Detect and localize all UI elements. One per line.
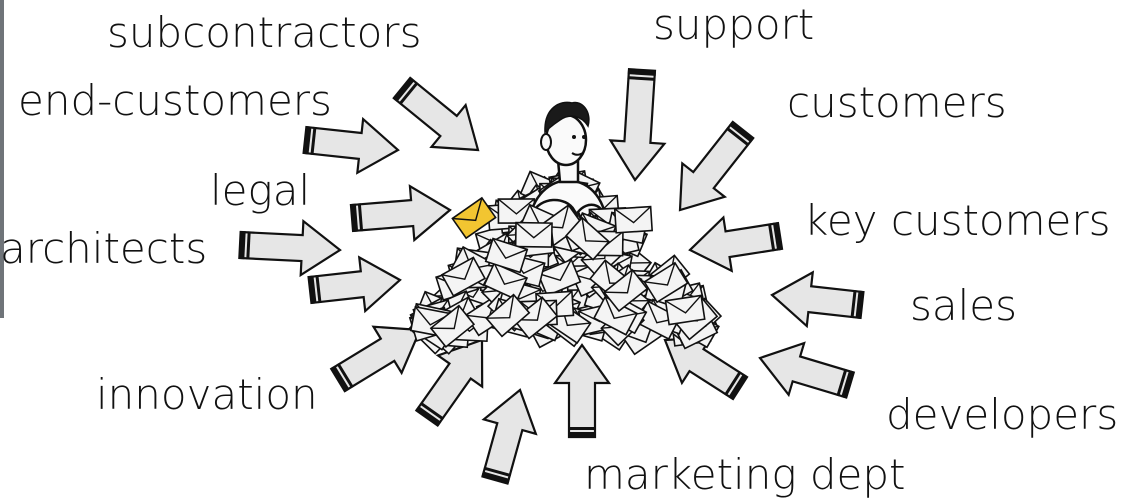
arrow-innovation bbox=[329, 325, 422, 393]
label-customers: customers bbox=[787, 78, 1007, 127]
envelope-icon bbox=[451, 196, 497, 240]
arrow-sales bbox=[770, 270, 865, 329]
arrow-customers bbox=[678, 120, 755, 212]
arrow-architects-2 bbox=[307, 255, 402, 314]
left-edge-rule bbox=[0, 0, 4, 318]
arrow-support bbox=[608, 68, 667, 182]
label-innovation: innovation bbox=[96, 370, 318, 419]
label-developers: developers bbox=[886, 390, 1119, 439]
arrow-marketing-1 bbox=[481, 388, 538, 485]
arrow-subcontractors bbox=[392, 76, 480, 152]
label-marketing-dept: marketing dept bbox=[584, 450, 906, 499]
envelope-icon bbox=[483, 262, 529, 301]
arrow-developers bbox=[758, 341, 856, 399]
label-sales: sales bbox=[910, 281, 1018, 330]
envelope-icon bbox=[484, 237, 529, 274]
envelope-icon bbox=[664, 294, 706, 326]
envelope-icon bbox=[429, 304, 476, 349]
label-key-customers: key customers bbox=[804, 196, 1111, 245]
arrow-end-customers bbox=[302, 116, 400, 175]
envelope-pile-front bbox=[483, 203, 654, 348]
arrow-key-customers bbox=[688, 215, 784, 273]
label-architects: architects bbox=[0, 224, 208, 273]
envelope-icon bbox=[613, 205, 654, 234]
label-end-customers: end-customers bbox=[18, 76, 332, 125]
envelope-icon bbox=[536, 258, 582, 297]
envelope-icon bbox=[565, 216, 611, 261]
envelope-icon bbox=[514, 221, 553, 248]
label-legal: legal bbox=[210, 166, 311, 215]
label-subcontractors: subcontractors bbox=[107, 8, 422, 57]
envelope-icon bbox=[643, 261, 689, 304]
arrow-legal bbox=[349, 184, 452, 243]
envelope-icon bbox=[485, 293, 531, 338]
arrow-innovation-2 bbox=[414, 338, 484, 428]
incoming-arrows bbox=[238, 68, 865, 485]
label-support: support bbox=[653, 0, 815, 49]
envelope-icon bbox=[602, 268, 649, 313]
envelope-icon bbox=[440, 256, 487, 297]
arrow-architects bbox=[238, 218, 342, 278]
arrow-marketing-2 bbox=[552, 343, 612, 439]
